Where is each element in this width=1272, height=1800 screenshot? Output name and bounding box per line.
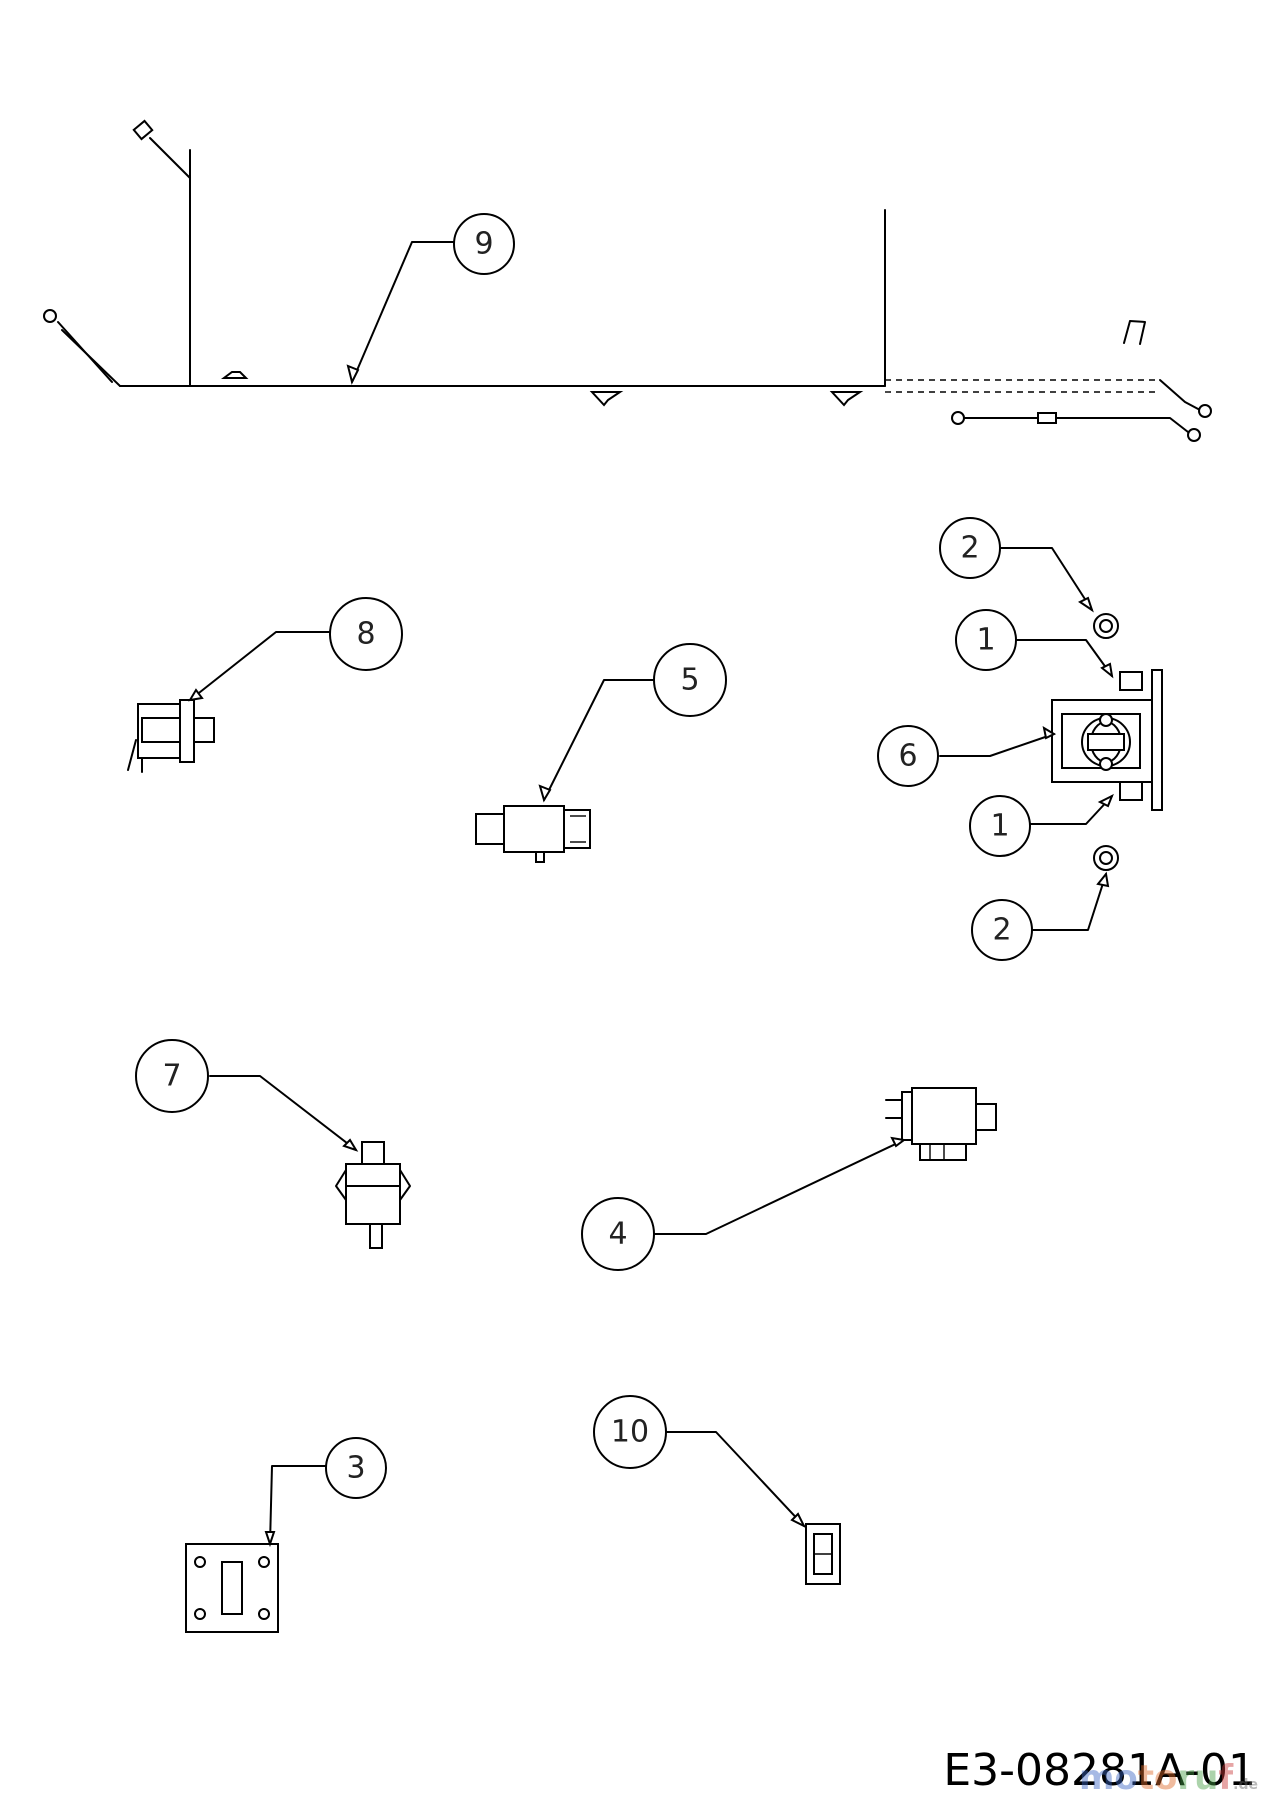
solenoid-assembly bbox=[1051, 613, 1163, 871]
callout-5: 5 bbox=[653, 643, 727, 717]
svg-text:8: 8 bbox=[356, 617, 375, 652]
svg-text:1: 1 bbox=[976, 623, 995, 658]
callout-1-bottom: 1 bbox=[969, 795, 1031, 857]
callout-3: 3 bbox=[325, 1437, 387, 1499]
wiring-harness bbox=[43, 119, 1212, 442]
svg-text:9: 9 bbox=[474, 227, 493, 262]
svg-text:10: 10 bbox=[611, 1415, 649, 1450]
callout-7: 7 bbox=[135, 1039, 209, 1113]
callout-10: 10 bbox=[593, 1395, 667, 1469]
svg-text:1: 1 bbox=[990, 809, 1009, 844]
watermark-logo: motoruf.de bbox=[1078, 1758, 1258, 1798]
svg-text:7: 7 bbox=[162, 1059, 181, 1094]
callout-9: 9 bbox=[453, 213, 515, 275]
svg-text:2: 2 bbox=[992, 913, 1011, 948]
drawing-code: E3-08281A-01 bbox=[943, 1745, 1256, 1796]
svg-text:6: 6 bbox=[898, 739, 917, 774]
callout-2-bottom: 2 bbox=[971, 899, 1033, 961]
svg-text:5: 5 bbox=[680, 663, 699, 698]
callout-4: 4 bbox=[581, 1197, 655, 1271]
callout-2-top: 2 bbox=[939, 517, 1001, 579]
svg-text:4: 4 bbox=[608, 1217, 627, 1252]
connector-part-5 bbox=[475, 805, 591, 863]
switch-plate-part-3 bbox=[185, 1543, 279, 1633]
leader-lines bbox=[188, 241, 1114, 1548]
switch-part-4 bbox=[885, 1087, 997, 1161]
svg-text:2: 2 bbox=[960, 531, 979, 566]
callout-1-top: 1 bbox=[955, 609, 1017, 671]
callout-6: 6 bbox=[877, 725, 939, 787]
switch-part-8 bbox=[127, 699, 215, 773]
rocker-switch-part-10 bbox=[805, 1523, 841, 1585]
svg-text:3: 3 bbox=[346, 1451, 365, 1486]
plunger-switch-part-7 bbox=[335, 1141, 411, 1249]
callout-8: 8 bbox=[329, 597, 403, 671]
callout-bubbles: 9 8 5 2 1 6 1 2 7 4 3 10 bbox=[135, 213, 1033, 1499]
